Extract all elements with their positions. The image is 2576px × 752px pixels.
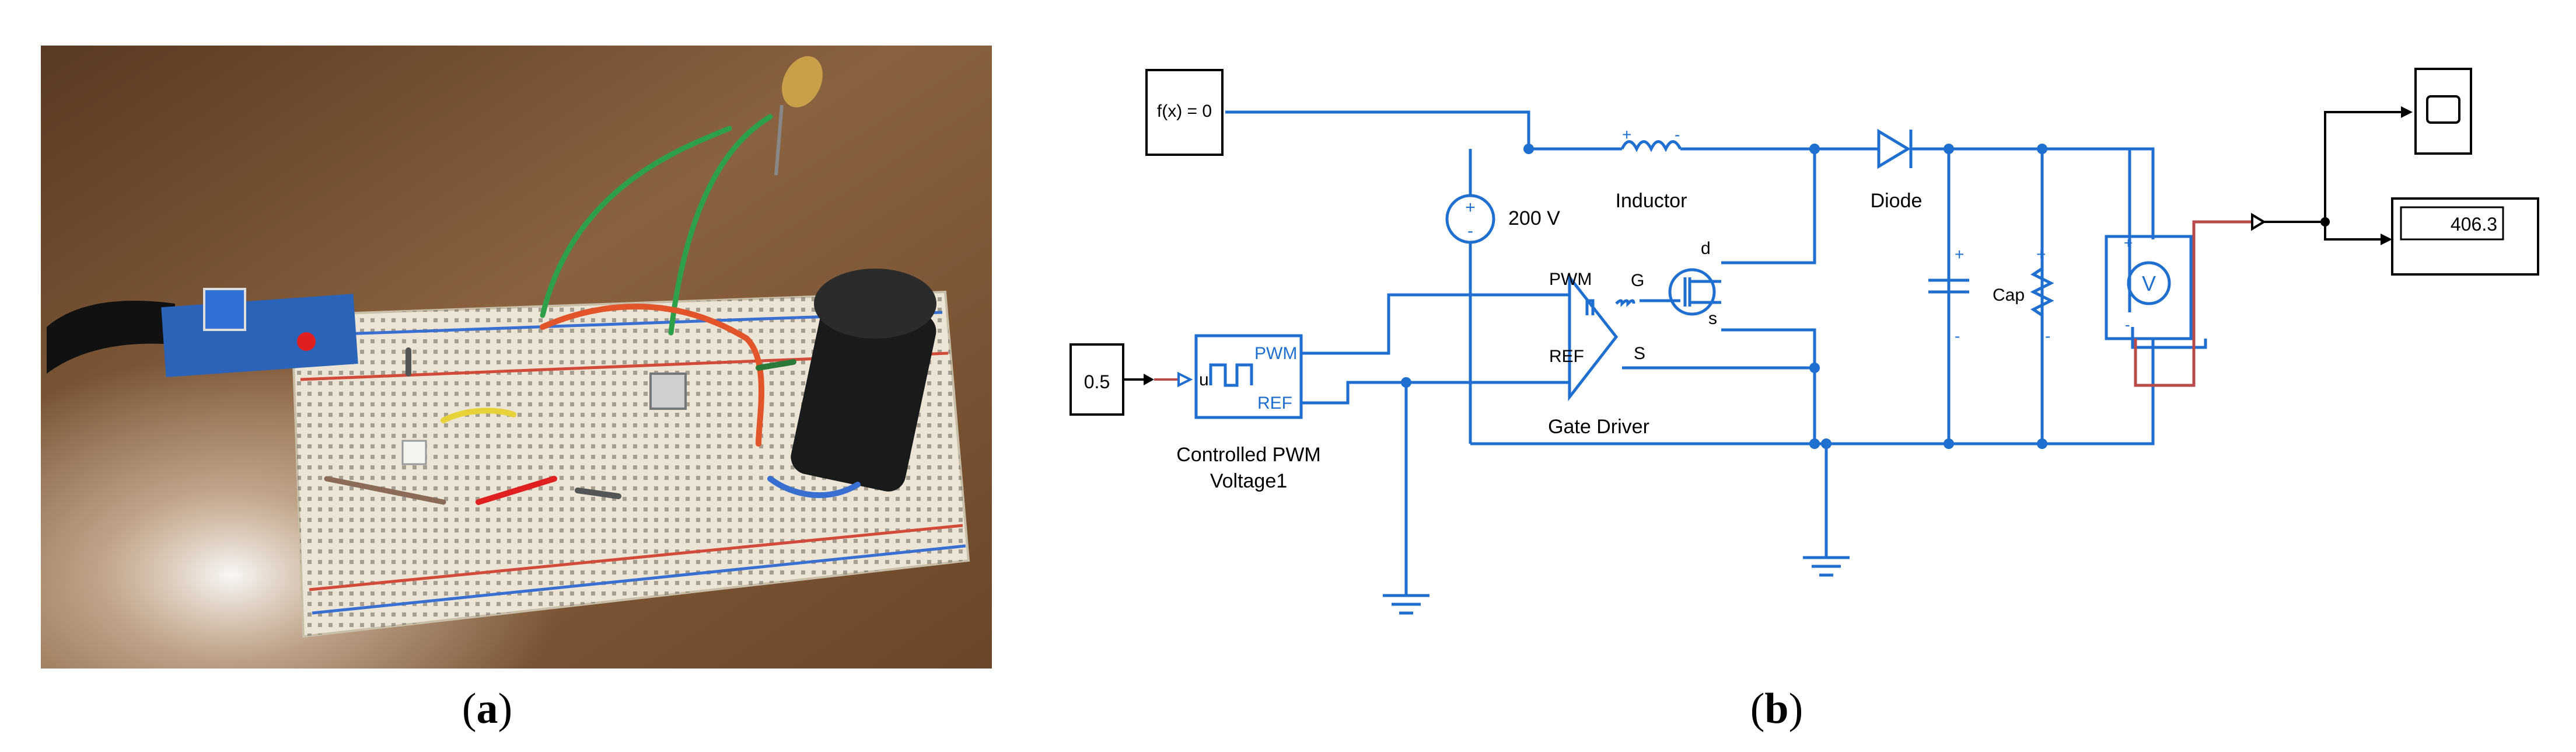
- pwm-block-label-1: Controlled PWM: [1176, 444, 1321, 466]
- constant-block: [1069, 343, 1124, 416]
- toroid-inductor: [774, 56, 823, 176]
- diode-label: Diode: [1871, 190, 1923, 212]
- caption-b: (b): [1750, 685, 1803, 733]
- display-field: [2400, 206, 2504, 241]
- solver-config-label: f(x) = 0: [1157, 102, 1212, 121]
- scope-line: [2324, 111, 2401, 222]
- caption-a: (a): [462, 685, 512, 733]
- gate-driver-g: G: [1631, 271, 1644, 290]
- signal-arrow: [1144, 374, 1154, 385]
- jumper-wires: [324, 114, 861, 505]
- resistor-minus: -: [2045, 327, 2050, 345]
- display-value: 406.3: [2451, 214, 2497, 235]
- pwm-input-u: u: [1199, 370, 1209, 389]
- ground-symbol-2: [1803, 556, 1850, 577]
- breadboard-photo: [41, 46, 992, 669]
- voltmeter-block: [2105, 235, 2193, 340]
- capacitor-label: Cap: [1993, 286, 2025, 305]
- pwm-waveform-icon: [1209, 363, 1253, 387]
- gate-driver-pwm: PWM: [1549, 270, 1592, 289]
- electrolytic-capacitor: [791, 269, 936, 492]
- display-arrow: [2381, 234, 2392, 245]
- source-minus: -: [1467, 221, 1473, 241]
- schematic: + - 200 V + - Inductor Diode + - Cap + -: [1069, 68, 2539, 615]
- inductor-label: Inductor: [1616, 190, 1687, 212]
- ps-converter-arrow: [1177, 371, 1193, 388]
- gate-driver-symbol: [1568, 273, 1635, 402]
- mosfet-component: [649, 372, 687, 410]
- gate-driver-s: S: [1634, 344, 1645, 363]
- mosfet-drain: d: [1701, 239, 1711, 258]
- resistor-symbol: [2030, 251, 2054, 444]
- pwm-port-label: PWM: [1254, 344, 1297, 363]
- inductor-minus: -: [1675, 126, 1680, 144]
- solver-config-block: [1145, 69, 1224, 156]
- capacitor-plus: +: [1955, 245, 1964, 263]
- dc-voltage-source: [1445, 194, 1495, 244]
- constant-value: 0.5: [1084, 371, 1110, 392]
- gate-driver-ref: REF: [1549, 347, 1584, 366]
- voltmeter-minus: -: [2125, 316, 2130, 333]
- diode-symbol: [1877, 128, 1949, 169]
- scope-arrow: [2401, 106, 2413, 118]
- ps-to-simulink-arrow: [2251, 213, 2266, 231]
- resistor-plus: +: [2036, 245, 2046, 263]
- scope-screen-icon: [2426, 95, 2460, 124]
- optocoupler-component: [401, 440, 427, 465]
- capacitor-symbol: [1928, 149, 1969, 444]
- power-module: [47, 288, 358, 378]
- ref-port-label: REF: [1257, 394, 1292, 413]
- display-line: [2324, 222, 2381, 241]
- ground-symbol: [1383, 594, 1429, 615]
- measurement-signal-line: [2134, 220, 2252, 387]
- mosfet-source: s: [1708, 309, 1717, 328]
- voltmeter-icon: [2127, 261, 2171, 305]
- pwm-block: [1194, 334, 1303, 419]
- voltmeter-label: V: [2142, 271, 2156, 295]
- source-plus: +: [1465, 198, 1476, 217]
- inductor-symbol: [1620, 140, 1682, 152]
- voltmeter-plus: +: [2124, 234, 2133, 252]
- source-voltage-label: 200 V: [1508, 207, 1560, 229]
- gate-driver-label: Gate Driver: [1548, 416, 1649, 438]
- wires: [1225, 110, 2207, 596]
- pwm-block-label-2: Voltage1: [1210, 470, 1287, 492]
- mosfet-symbol: [1668, 268, 1721, 316]
- capacitor-minus: -: [1955, 327, 1960, 345]
- inductor-plus: +: [1622, 126, 1631, 144]
